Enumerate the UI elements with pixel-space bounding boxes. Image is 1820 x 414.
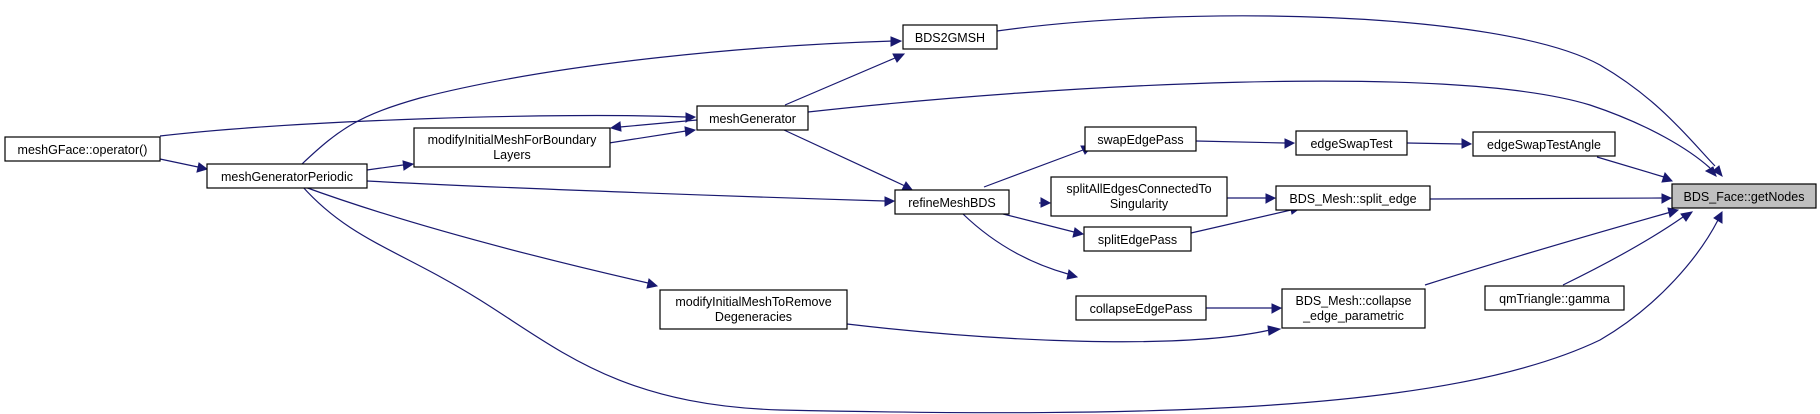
edge-meshgfaceoperator-to-meshgeneratorperiodic <box>159 158 209 173</box>
node-label-line2: Singularity <box>1110 197 1169 211</box>
edge-meshgeneratorperiodic-to-bds2gmsh <box>301 36 903 165</box>
edge-refinemeshbds-to-splitedgepass <box>1002 213 1085 238</box>
node-meshgface-operator[interactable]: meshGFace::operator() <box>4 136 161 162</box>
node-label-line1: modifyInitialMeshToRemove <box>675 295 831 309</box>
node-label: qmTriangle::gamma <box>1499 292 1610 306</box>
edge-meshgeneratorperiodic-to-boundarylayers <box>366 160 415 171</box>
node-modifyinitialmeshtoremovedegeneracies[interactable]: modifyInitialMeshToRemove Degeneracies <box>659 289 848 330</box>
node-label-line2: Degeneracies <box>715 310 792 324</box>
edge-meshgenerator-to-refinemeshbds <box>783 129 915 192</box>
node-label-line1: modifyInitialMeshForBoundary <box>428 133 598 147</box>
node-edgeswaptestangle[interactable]: edgeSwapTestAngle <box>1472 131 1616 157</box>
edge-meshgeneratorperiodic-to-removedegeneracies <box>301 185 659 289</box>
node-splitalledgesconnectedtosingularity[interactable]: splitAllEdgesConnectedTo Singularity <box>1050 176 1228 217</box>
node-label-line1: splitAllEdgesConnectedTo <box>1066 182 1211 196</box>
edge-meshgeneratorperiodic-to-refinemeshbds <box>366 180 896 207</box>
node-label: meshGenerator <box>709 112 796 126</box>
node-label-line1: BDS_Mesh::collapse <box>1295 294 1411 308</box>
node-edgeswaptest[interactable]: edgeSwapTest <box>1295 130 1408 156</box>
node-label: meshGFace::operator() <box>18 143 148 157</box>
edge-meshgenerator-to-boundarylayers <box>609 119 698 132</box>
node-meshgeneratorperiodic[interactable]: meshGeneratorPeriodic <box>206 163 368 189</box>
edge-splitall-to-splitedge <box>1227 193 1277 204</box>
node-bds-mesh-collapse-edge-parametric[interactable]: BDS_Mesh::collapse _edge_parametric <box>1281 288 1426 329</box>
node-bds2gmsh[interactable]: BDS2GMSH <box>902 24 998 50</box>
edge-boundarylayers-to-meshgenerator <box>608 126 697 144</box>
node-label: BDS2GMSH <box>915 31 985 45</box>
edge-collapseedgepass-to-collapse <box>1206 303 1283 314</box>
edge-refinemeshbds-to-collapseedgepass <box>962 213 1079 280</box>
edge-bds2gmsh-to-getnodes <box>996 15 1723 178</box>
node-label: collapseEdgePass <box>1090 302 1193 316</box>
edge-meshgenerator-to-bds2gmsh <box>784 53 906 106</box>
node-label-line2: Layers <box>493 148 531 162</box>
node-label: BDS_Mesh::split_edge <box>1289 192 1416 206</box>
node-label: swapEdgePass <box>1097 133 1183 147</box>
node-label: meshGeneratorPeriodic <box>221 170 353 184</box>
node-splitedgepass[interactable]: splitEdgePass <box>1083 226 1192 252</box>
edge-edgeswaptest-to-edgeswaptestangle <box>1406 138 1473 149</box>
node-label-line2: _edge_parametric <box>1302 309 1404 323</box>
node-label: refineMeshBDS <box>908 196 996 210</box>
node-label: edgeSwapTest <box>1310 137 1393 151</box>
edge-removedegeneracies-to-collapse <box>846 323 1282 343</box>
edge-swapedgepass-to-edgeswaptest <box>1195 138 1296 149</box>
node-bds-face-getnodes[interactable]: BDS_Face::getNodes <box>1671 183 1817 209</box>
node-label: edgeSwapTestAngle <box>1487 138 1601 152</box>
edge-collapse-to-getnodes <box>1424 207 1680 286</box>
node-label: BDS_Face::getNodes <box>1684 190 1805 204</box>
node-meshgenerator[interactable]: meshGenerator <box>696 105 809 131</box>
node-collapseedgepass[interactable]: collapseEdgePass <box>1075 295 1207 321</box>
node-bds-mesh-split-edge[interactable]: BDS_Mesh::split_edge <box>1275 185 1431 211</box>
node-qmtriangle-gamma[interactable]: qmTriangle::gamma <box>1484 285 1625 311</box>
node-swapedgepass[interactable]: swapEdgePass <box>1084 126 1197 152</box>
edge-meshgenerator-to-getnodes <box>807 80 1717 177</box>
node-label: splitEdgePass <box>1098 233 1177 247</box>
edge-qmtriangle-to-getnodes <box>1562 211 1694 286</box>
edge-meshgeneratorperiodic-bottom-to-getnodes <box>301 185 1723 414</box>
node-modifyinitialmeshforboundarylayers[interactable]: modifyInitialMeshForBoundary Layers <box>413 127 611 168</box>
node-refinemeshbds[interactable]: refineMeshBDS <box>894 189 1010 215</box>
edge-splitedge-to-getnodes <box>1429 193 1673 204</box>
edge-edgeswaptestangle-to-getnodes <box>1596 156 1674 183</box>
edge-meshgfaceoperator-to-meshgenerator <box>159 112 697 137</box>
edge-refinemeshbds-to-splitall <box>1039 197 1052 208</box>
